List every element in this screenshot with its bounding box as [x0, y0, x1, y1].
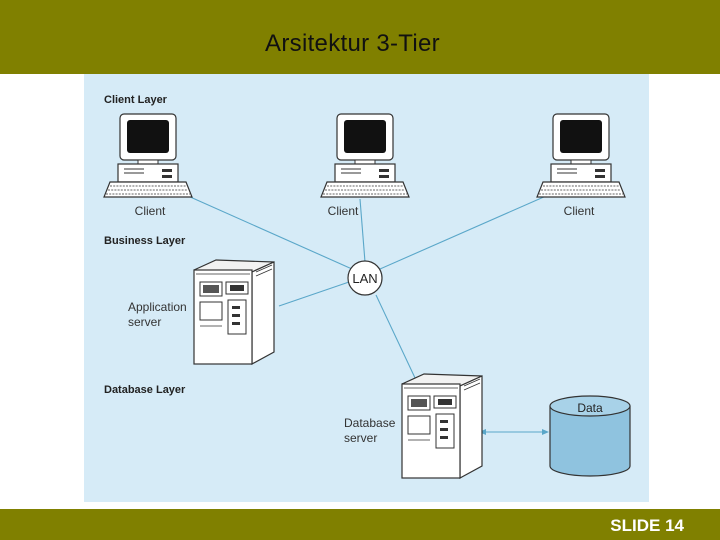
- slide-title: Arsitektur 3-Tier: [265, 30, 440, 57]
- client-left-label: Client: [135, 204, 166, 218]
- lan-node: [347, 260, 383, 296]
- architecture-diagram: Client Layer Business Layer Database Lay…: [103, 94, 631, 479]
- link-client-right-lan: [379, 195, 547, 270]
- network-links: [187, 195, 549, 435]
- link-client-left-lan: [187, 195, 353, 270]
- slide-number: SLIDE 14: [610, 516, 684, 535]
- data-label: Data: [577, 401, 603, 415]
- database-server: [401, 373, 483, 479]
- app-server-label-line1: Application: [128, 300, 187, 314]
- db-server-label-line2: server: [344, 431, 377, 445]
- client-computer-middle: [320, 113, 410, 198]
- database-layer-label: Database Layer: [104, 384, 186, 396]
- footer-bar: SLIDE 14: [0, 509, 720, 540]
- client-right-label: Client: [564, 204, 595, 218]
- client-middle-label: Client: [328, 204, 359, 218]
- link-lan-db-server: [375, 294, 417, 381]
- client-computer-right: [536, 113, 626, 198]
- link-client-middle-lan: [359, 198, 366, 263]
- application-server: [193, 259, 275, 365]
- client-computer-left: [103, 113, 193, 198]
- diagram-panel: Client Layer Business Layer Database Lay…: [84, 74, 649, 502]
- db-server-label-line1: Database: [344, 416, 396, 430]
- client-layer-label: Client Layer: [104, 94, 168, 106]
- app-server-label-line2: server: [128, 315, 161, 329]
- data-store-cylinder: [549, 395, 631, 477]
- header-bar: [0, 0, 720, 74]
- arrowhead-right: [542, 429, 549, 435]
- lan-label: LAN: [352, 271, 377, 286]
- business-layer-label: Business Layer: [104, 235, 186, 247]
- link-app-server-lan: [278, 281, 350, 307]
